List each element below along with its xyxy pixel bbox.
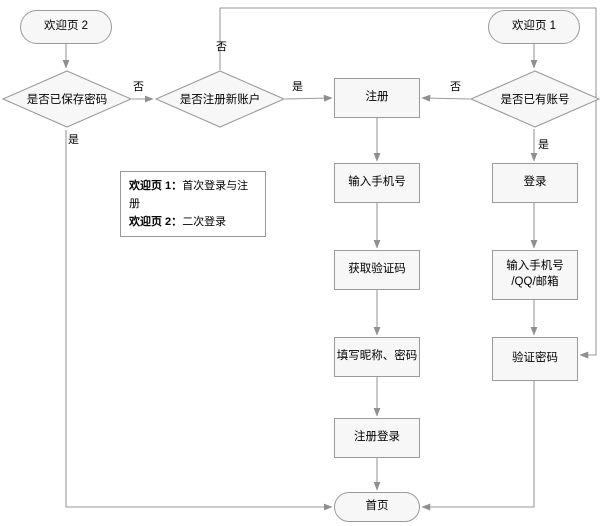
node-decision-password-saved[interactable]: 是否已保存密码	[2, 70, 132, 128]
node-label: 获取验证码	[348, 263, 406, 276]
edge-label-yes-save-password: 是	[68, 134, 79, 146]
diamond-shape	[155, 70, 285, 128]
node-register[interactable]: 注册	[334, 78, 420, 118]
legend-desc: 二次登录	[182, 216, 227, 229]
node-label: 注册登录	[354, 431, 400, 444]
node-label: 首页	[365, 500, 389, 513]
legend-box: 欢迎页 1：首次登录与注册 欢迎页 2：二次登录	[120, 171, 266, 238]
node-welcome-page-2[interactable]: 欢迎页 2	[20, 10, 112, 44]
node-fill-nickname-password[interactable]: 填写昵称、密码	[334, 337, 420, 377]
edge-newaccount-yes-to-register	[284, 94, 333, 102]
legend-line: 欢迎页 1：首次登录与注册	[129, 177, 257, 213]
diamond-shape	[2, 70, 132, 128]
edge-label-no-save-password: 否	[133, 81, 144, 93]
node-welcome-page-1[interactable]: 欢迎页 1	[488, 10, 580, 44]
legend-term: 欢迎页 1：	[129, 180, 183, 192]
node-register-login[interactable]: 注册登录	[334, 418, 420, 458]
diamond-shape	[470, 70, 600, 128]
node-label: 输入手机号	[348, 176, 406, 189]
node-enter-phone-number[interactable]: 输入手机号	[334, 163, 420, 203]
edge-label-no-new-account: 否	[216, 41, 227, 53]
legend-term: 欢迎页 2：	[129, 216, 183, 229]
edge-savepwd-yes-to-home	[65, 130, 333, 511]
node-decision-register-new-account[interactable]: 是否注册新账户	[155, 70, 285, 128]
node-login[interactable]: 登录	[492, 163, 578, 203]
node-label: 填写昵称、密码	[336, 350, 418, 363]
node-label: 是否已有账号	[500, 94, 570, 106]
node-label: 是否已保存密码	[26, 94, 108, 106]
node-label: 登录	[523, 176, 547, 189]
edge-label-yes-new-account: 是	[292, 81, 303, 93]
node-home-page[interactable]: 首页	[334, 492, 420, 522]
node-label: 是否注册新账户	[179, 94, 261, 106]
edge-verifypwd-to-home	[421, 381, 535, 511]
node-label: 输入手机号 /QQ/邮箱	[506, 260, 564, 288]
node-label: 欢迎页 2	[43, 20, 89, 33]
node-enter-phone-qq-email[interactable]: 输入手机号 /QQ/邮箱	[492, 250, 578, 300]
node-decision-has-account[interactable]: 是否已有账号	[470, 70, 600, 128]
legend-line: 欢迎页 2：二次登录	[129, 213, 257, 231]
node-label: 欢迎页 1	[511, 20, 557, 33]
edge-newaccount-no-loop	[219, 7, 597, 359]
node-verify-password[interactable]: 验证密码	[492, 337, 578, 381]
edge-hasaccount-no-to-register	[421, 94, 471, 102]
legend-desc: 首次登录与注册	[129, 180, 249, 211]
node-label: 验证密码	[512, 352, 558, 365]
node-get-verification-code[interactable]: 获取验证码	[334, 250, 420, 290]
edge-label-yes-has-account: 是	[538, 139, 549, 151]
edge-label-no-has-account: 否	[450, 81, 461, 93]
node-label: 注册	[365, 91, 389, 104]
